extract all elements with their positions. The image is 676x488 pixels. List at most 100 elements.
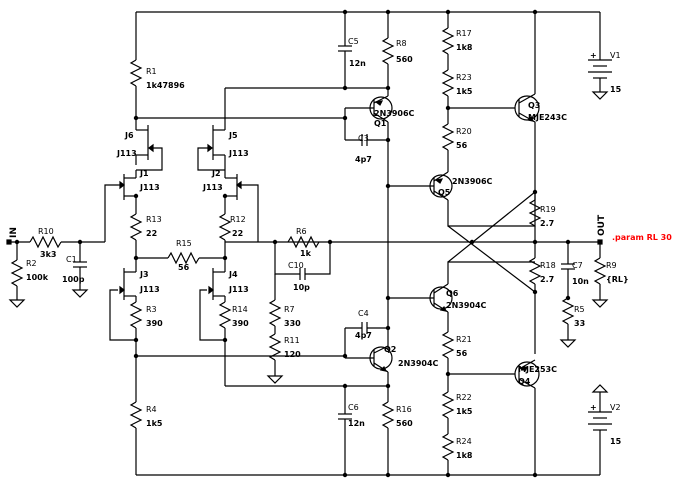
svg-text:R8: R8 xyxy=(396,39,407,48)
svg-text:12n: 12n xyxy=(349,59,366,68)
svg-text:{RL}: {RL} xyxy=(606,275,629,284)
svg-text:R11: R11 xyxy=(284,336,300,345)
jfet-cascode-right: J5 J113 J2 J113 R12 22 J4 J113 R14 390 xyxy=(197,87,388,387)
svg-text:Q4: Q4 xyxy=(518,377,531,386)
svg-text:Q1: Q1 xyxy=(374,119,387,128)
svg-text:56: 56 xyxy=(456,141,468,150)
svg-text:R13: R13 xyxy=(146,215,162,224)
svg-text:J5: J5 xyxy=(228,131,238,140)
svg-text:J1: J1 xyxy=(139,169,149,178)
svg-text:100k: 100k xyxy=(26,273,49,282)
svg-text:1k5: 1k5 xyxy=(146,419,163,428)
svg-text:V2: V2 xyxy=(610,403,621,412)
svg-text:V1: V1 xyxy=(610,51,621,60)
svg-text:56: 56 xyxy=(178,263,190,272)
svg-text:22: 22 xyxy=(232,229,243,238)
svg-text:22: 22 xyxy=(146,229,157,238)
svg-text:1k8: 1k8 xyxy=(456,43,473,52)
svg-text:3k3: 3k3 xyxy=(40,250,56,259)
svg-text:100p: 100p xyxy=(62,275,85,284)
svg-text:10n: 10n xyxy=(572,277,589,286)
svg-text:R22: R22 xyxy=(456,393,472,402)
svg-text:1k: 1k xyxy=(300,249,312,258)
svg-text:390: 390 xyxy=(232,319,249,328)
svg-text:R6: R6 xyxy=(296,227,307,236)
svg-text:R14: R14 xyxy=(232,305,248,314)
svg-text:2N3904C: 2N3904C xyxy=(398,359,439,368)
svg-text:56: 56 xyxy=(456,349,468,358)
svg-text:4p7: 4p7 xyxy=(355,331,372,340)
svg-text:15: 15 xyxy=(610,85,622,94)
svg-text:C4: C4 xyxy=(358,309,369,318)
svg-text:1k8: 1k8 xyxy=(456,451,473,460)
svg-text:+: + xyxy=(590,403,597,412)
svg-text:15: 15 xyxy=(610,437,622,446)
svg-text:2.7: 2.7 xyxy=(540,275,554,284)
svg-text:560: 560 xyxy=(396,55,413,64)
svg-text:1k5: 1k5 xyxy=(456,407,473,416)
svg-text:C5: C5 xyxy=(348,37,359,46)
svg-text:120: 120 xyxy=(284,350,301,359)
svg-text:C7: C7 xyxy=(572,261,583,270)
svg-text:J113: J113 xyxy=(139,285,160,294)
svg-text:R18: R18 xyxy=(540,261,556,270)
svg-text:R10: R10 xyxy=(38,227,54,236)
svg-text:1k47896: 1k47896 xyxy=(146,81,185,90)
svg-text:J113: J113 xyxy=(116,149,137,158)
svg-text:R16: R16 xyxy=(396,405,412,414)
svg-text:R7: R7 xyxy=(284,305,295,314)
svg-text:4p7: 4p7 xyxy=(355,155,372,164)
svg-text:C10: C10 xyxy=(288,261,304,270)
svg-text:C6: C6 xyxy=(348,403,359,412)
svg-text:560: 560 xyxy=(396,419,413,428)
svg-text:R23: R23 xyxy=(456,73,472,82)
svg-text:J113: J113 xyxy=(228,149,249,158)
svg-text:R4: R4 xyxy=(146,405,157,414)
output-stage: R17 1k8 R23 1k5 R20 56 2N3906C Q5 Q3 MJE… xyxy=(388,9,567,478)
svg-text:Q6: Q6 xyxy=(446,289,459,298)
svg-text:33: 33 xyxy=(574,319,585,328)
svg-text:MJE253C: MJE253C xyxy=(518,365,557,374)
jfet-cascode-left: R1 1k47896 J6 J113 J1 J113 R13 22 xyxy=(109,12,345,475)
svg-text:J113: J113 xyxy=(228,285,249,294)
svg-text:R20: R20 xyxy=(456,127,472,136)
svg-text:2N3906C: 2N3906C xyxy=(374,109,415,118)
svg-text:MJE243C: MJE243C xyxy=(528,113,567,122)
svg-text:390: 390 xyxy=(146,319,163,328)
feedback-network: R6 1k C10 10p R7 330 R11 120 xyxy=(266,227,333,384)
svg-text:+: + xyxy=(590,51,597,60)
svg-text:R17: R17 xyxy=(456,29,472,38)
svg-text:R5: R5 xyxy=(574,305,585,314)
svg-text:J4: J4 xyxy=(228,270,238,279)
svg-text:IN: IN xyxy=(9,227,19,238)
svg-text:J6: J6 xyxy=(124,131,134,140)
svg-text:J2: J2 xyxy=(211,169,221,178)
svg-text:.param RL 30: .param RL 30 xyxy=(612,233,672,242)
svg-text:R9: R9 xyxy=(606,261,617,270)
svg-text:J113: J113 xyxy=(139,183,160,192)
svg-text:C3: C3 xyxy=(358,134,369,143)
svg-text:Q5: Q5 xyxy=(438,188,451,197)
svg-text:2.7: 2.7 xyxy=(540,219,554,228)
svg-text:10p: 10p xyxy=(293,283,310,292)
svg-text:2N3904C: 2N3904C xyxy=(446,301,487,310)
input-section: IN R2 100k R10 3k3 C1 100p xyxy=(6,184,118,308)
svg-text:C1: C1 xyxy=(66,255,77,264)
svg-text:Q3: Q3 xyxy=(528,101,540,110)
svg-text:R19: R19 xyxy=(540,205,556,214)
load-and-supplies: C7 10n R5 33 OUT .param RL 30 R9 {RL} + … xyxy=(559,12,672,475)
svg-text:J113: J113 xyxy=(202,183,223,192)
svg-text:J3: J3 xyxy=(139,270,149,279)
svg-text:OUT: OUT xyxy=(597,214,607,236)
svg-text:1k5: 1k5 xyxy=(456,87,473,96)
svg-text:R24: R24 xyxy=(456,437,472,446)
svg-text:R2: R2 xyxy=(26,259,37,268)
svg-text:Q2: Q2 xyxy=(384,345,396,354)
vas-stage: C5 12n R8 560 2N3906C Q1 C3 4p7 xyxy=(338,9,439,478)
svg-text:R12: R12 xyxy=(230,215,246,224)
svg-text:R21: R21 xyxy=(456,335,472,344)
svg-text:R3: R3 xyxy=(146,305,157,314)
svg-text:R1: R1 xyxy=(146,67,157,76)
svg-text:330: 330 xyxy=(284,319,301,328)
